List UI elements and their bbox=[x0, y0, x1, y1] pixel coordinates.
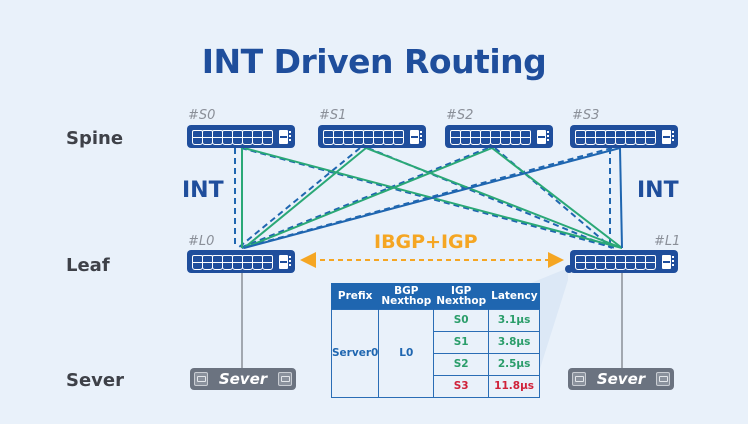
path-s1-l0 bbox=[243, 147, 367, 249]
table-callout bbox=[531, 268, 568, 397]
protocol-label: IBGP+IGP bbox=[374, 231, 478, 253]
int-link-s3-l0-dashed bbox=[241, 147, 613, 249]
server-node-1[interactable]: Sever bbox=[568, 368, 674, 390]
prefix-cell: Server0 bbox=[330, 308, 380, 398]
igp-nexthop-cell: S2 bbox=[433, 352, 490, 376]
diagram-title: INT Driven Routing bbox=[201, 42, 547, 81]
igp-nexthop-cell: S1 bbox=[433, 330, 490, 354]
int-label-right: INT bbox=[637, 178, 679, 203]
server-icon bbox=[572, 372, 586, 386]
server-icon bbox=[194, 372, 208, 386]
row-label-spine: Spine bbox=[66, 128, 124, 149]
path-s2-l0 bbox=[243, 147, 493, 249]
spine-switch-s2[interactable] bbox=[445, 125, 553, 148]
row-label-leaf: Leaf bbox=[66, 255, 110, 276]
path-s3-l0 bbox=[243, 147, 621, 249]
table-row: S1 3.8μs bbox=[332, 330, 541, 354]
int-link-s1-l0-dashed bbox=[237, 147, 361, 249]
spine-tag: #S3 bbox=[572, 108, 600, 123]
switch-ports-icon bbox=[575, 129, 656, 145]
spine-tag: #S1 bbox=[319, 108, 347, 123]
int-link-s2-l0-dashed bbox=[239, 147, 489, 249]
switch-ports-icon bbox=[323, 129, 404, 145]
spine-tag: #S2 bbox=[446, 108, 474, 123]
spine-switch-s1[interactable] bbox=[318, 125, 426, 148]
latency-cell: 3.8μs bbox=[488, 330, 541, 354]
switch-module-icon bbox=[537, 129, 546, 144]
switch-ports-icon bbox=[450, 129, 531, 145]
int-label-left: INT bbox=[182, 178, 224, 203]
bgp-nexthop-cell: L0 bbox=[378, 308, 435, 398]
server-label: Sever bbox=[218, 370, 268, 388]
switch-module-icon bbox=[279, 129, 288, 144]
header-latency: Latency bbox=[488, 283, 540, 309]
igp-nexthop-cell: S0 bbox=[433, 308, 490, 332]
switch-module-icon bbox=[410, 129, 419, 144]
switch-module-icon bbox=[279, 254, 288, 269]
server-icon bbox=[277, 372, 292, 386]
switch-module-icon bbox=[662, 254, 671, 269]
leaf-tag: #L1 bbox=[654, 234, 681, 249]
leaf-switch-l0[interactable] bbox=[187, 250, 295, 273]
spine-tag: #S0 bbox=[188, 108, 216, 123]
server-node-0[interactable]: Sever bbox=[190, 368, 296, 390]
switch-module-icon bbox=[662, 129, 671, 144]
spine-switch-s0[interactable] bbox=[187, 125, 295, 148]
latency-cell: 3.1μs bbox=[488, 308, 541, 332]
leaf-switch-l1[interactable] bbox=[570, 250, 678, 273]
table-row: Server0 L0 S0 3.1μs bbox=[330, 308, 541, 398]
igp-nexthop-cell: S3 bbox=[433, 374, 490, 398]
row-label-server: Sever bbox=[66, 370, 124, 391]
switch-ports-icon bbox=[192, 129, 273, 145]
path-s3-l1 bbox=[619, 147, 623, 249]
server-icon bbox=[655, 372, 670, 386]
switch-ports-icon bbox=[192, 254, 273, 270]
table-row: S3 11.8μs bbox=[332, 374, 541, 398]
path-s2-l1 bbox=[491, 147, 623, 249]
latency-cell: 2.5μs bbox=[488, 352, 541, 376]
path-s1-l1 bbox=[365, 147, 623, 249]
switch-ports-icon bbox=[575, 254, 656, 270]
latency-cell: 11.8μs bbox=[488, 374, 541, 398]
server-label: Sever bbox=[596, 370, 646, 388]
spine-switch-s3[interactable] bbox=[570, 125, 678, 148]
leaf-tag: #L0 bbox=[188, 234, 215, 249]
header-prefix: Prefix bbox=[330, 283, 379, 309]
table-row: S2 2.5μs bbox=[332, 352, 541, 376]
